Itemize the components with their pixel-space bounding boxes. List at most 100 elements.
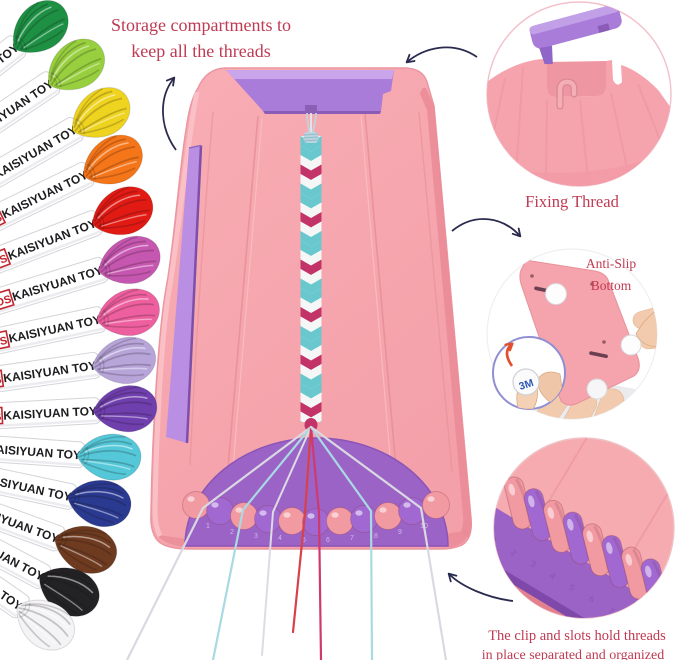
- callout-pad-detail: 3M: [492, 336, 566, 410]
- peg-ball: [422, 491, 450, 519]
- friendship-bracelet: [300, 112, 322, 432]
- skein-label-shade: [0, 88, 60, 157]
- board-groove-right: [364, 113, 397, 469]
- tray-closeup: [487, 59, 671, 186]
- skein-logo: DS: [0, 212, 4, 229]
- skein-logo: DS: [0, 253, 9, 270]
- board-inner-wall-right: [418, 111, 453, 473]
- thread-white-left: [125, 425, 313, 660]
- open-lid: [529, 4, 622, 65]
- lid-bevel: [226, 70, 394, 79]
- skein-logo-box: [0, 247, 12, 272]
- peg-ball: [278, 507, 306, 535]
- adhesive-pad: [545, 283, 567, 305]
- thread-skein-purple: DS KAISIYUAN TOYS: [0, 383, 159, 435]
- skein-bundle: [74, 430, 144, 483]
- thread-skein-column: DS KAISIYUAN TOYS DS KAISIYUAN TOYS DS K…: [0, 0, 168, 660]
- thread-red-center: [291, 425, 313, 634]
- clip-note-line1: The clip and slots hold threads: [488, 628, 666, 644]
- peg-number: 3: [254, 533, 258, 540]
- adhesive-pad: [586, 378, 608, 400]
- skein-label-shade: [0, 52, 25, 127]
- side-rail: [166, 144, 203, 444]
- storage-note-line2: keep all the threads: [131, 41, 270, 61]
- skein-label-shade: [0, 181, 93, 236]
- skein-logo: DS: [0, 374, 2, 388]
- arrow-pad: [507, 344, 512, 367]
- lid-flap-step: [597, 23, 610, 33]
- peg-closeup: [660, 570, 674, 618]
- skein-label-shade: [0, 530, 41, 588]
- skein-bundle: [90, 383, 159, 435]
- skein-label-shade: [0, 507, 57, 550]
- peg-number: 4: [278, 535, 282, 542]
- skein-bundle: [88, 332, 160, 390]
- skein-logo-box: [0, 330, 11, 352]
- peg-band: [494, 475, 674, 618]
- anti-slip-label-line2: Bottom: [591, 278, 632, 293]
- lid-thread-slot: [305, 105, 317, 113]
- skein-label-shade: [0, 277, 107, 315]
- peg-ball: [350, 505, 378, 533]
- adhesive-pads: [545, 283, 642, 400]
- peg-number: 5: [302, 537, 306, 544]
- board-right-edge-shade: [420, 87, 472, 538]
- skein-brand-label: KAISIYUAN TOYS: [0, 442, 89, 463]
- slot: [589, 351, 608, 359]
- arrow-to-pegs: [447, 572, 514, 602]
- peg-number: 2: [509, 547, 518, 558]
- bracelet-band: [300, 136, 322, 422]
- board-inner-wall-left: [189, 111, 214, 466]
- storage-lid: [226, 70, 394, 114]
- adhesive-pad: [620, 334, 642, 356]
- skein-label-shade: [0, 419, 99, 428]
- thread-white-right: [309, 425, 448, 660]
- lid-flap-bevel: [529, 4, 619, 35]
- peg-ball: [230, 502, 258, 530]
- board-groove-left-hl: [232, 117, 263, 469]
- lid-bottom-edge: [263, 111, 381, 114]
- lid-hinge-tab: [539, 45, 553, 65]
- skein-brand-label: KAISIYUAN TOYS: [3, 403, 105, 422]
- thread-skein-turquoise: DS KAISIYUAN TOYS: [0, 430, 144, 483]
- lid-face: [226, 70, 394, 111]
- skein-logo-box: [0, 288, 15, 311]
- clip-note-line2: in place separated and organized: [482, 648, 664, 660]
- peg-number: 6: [587, 594, 596, 605]
- arrow-to-lid: [405, 46, 478, 64]
- peg-number: 2: [230, 529, 234, 536]
- board-groove-right-hl: [360, 115, 392, 469]
- fixing-thread-label: Fixing Thread: [525, 192, 619, 211]
- anti-slip-label-line1: Anti-Slip: [586, 256, 637, 271]
- peg-number: 7: [607, 605, 616, 616]
- thread-fan: [125, 425, 448, 660]
- pad-logo: 3M: [518, 377, 536, 393]
- skein-bundle: [91, 283, 165, 344]
- peg-number: 4: [548, 570, 557, 581]
- bracelet-tie: [303, 132, 319, 143]
- board-left-edge-highlight: [152, 91, 200, 538]
- thread-cyan-right: [309, 425, 374, 660]
- skein-bundle: [62, 472, 136, 533]
- peg-ball: [302, 508, 330, 536]
- peg-band-edge: [494, 517, 674, 618]
- peg-number: 3: [529, 559, 538, 570]
- finger-pressing: [635, 299, 657, 353]
- peg-number: 1: [206, 523, 210, 530]
- thread-skein-navy-blue: DS KAISIYUAN TOYS: [0, 459, 136, 533]
- skein-label-shade: [0, 547, 18, 618]
- skein-label-shade: [0, 135, 83, 197]
- skein-logo: DS: [0, 335, 8, 350]
- fixing-hook: [557, 79, 577, 109]
- peg-ball: [374, 502, 402, 530]
- peg-number: 9: [398, 529, 402, 536]
- thread-cyan-left: [211, 425, 313, 660]
- callout-fixing-thread: Fixing Thread: [486, 1, 672, 211]
- peg-ball: [254, 505, 282, 533]
- skein-logo-box: [0, 369, 5, 390]
- skein-logo-box: [0, 207, 7, 232]
- peg-number: 8: [626, 617, 635, 628]
- arrow-to-antislip: [451, 218, 522, 238]
- skein-label-shade: [0, 230, 101, 275]
- callout-clip-slots: 1 2 3 4 5 6 7 8 9 10: [482, 437, 675, 660]
